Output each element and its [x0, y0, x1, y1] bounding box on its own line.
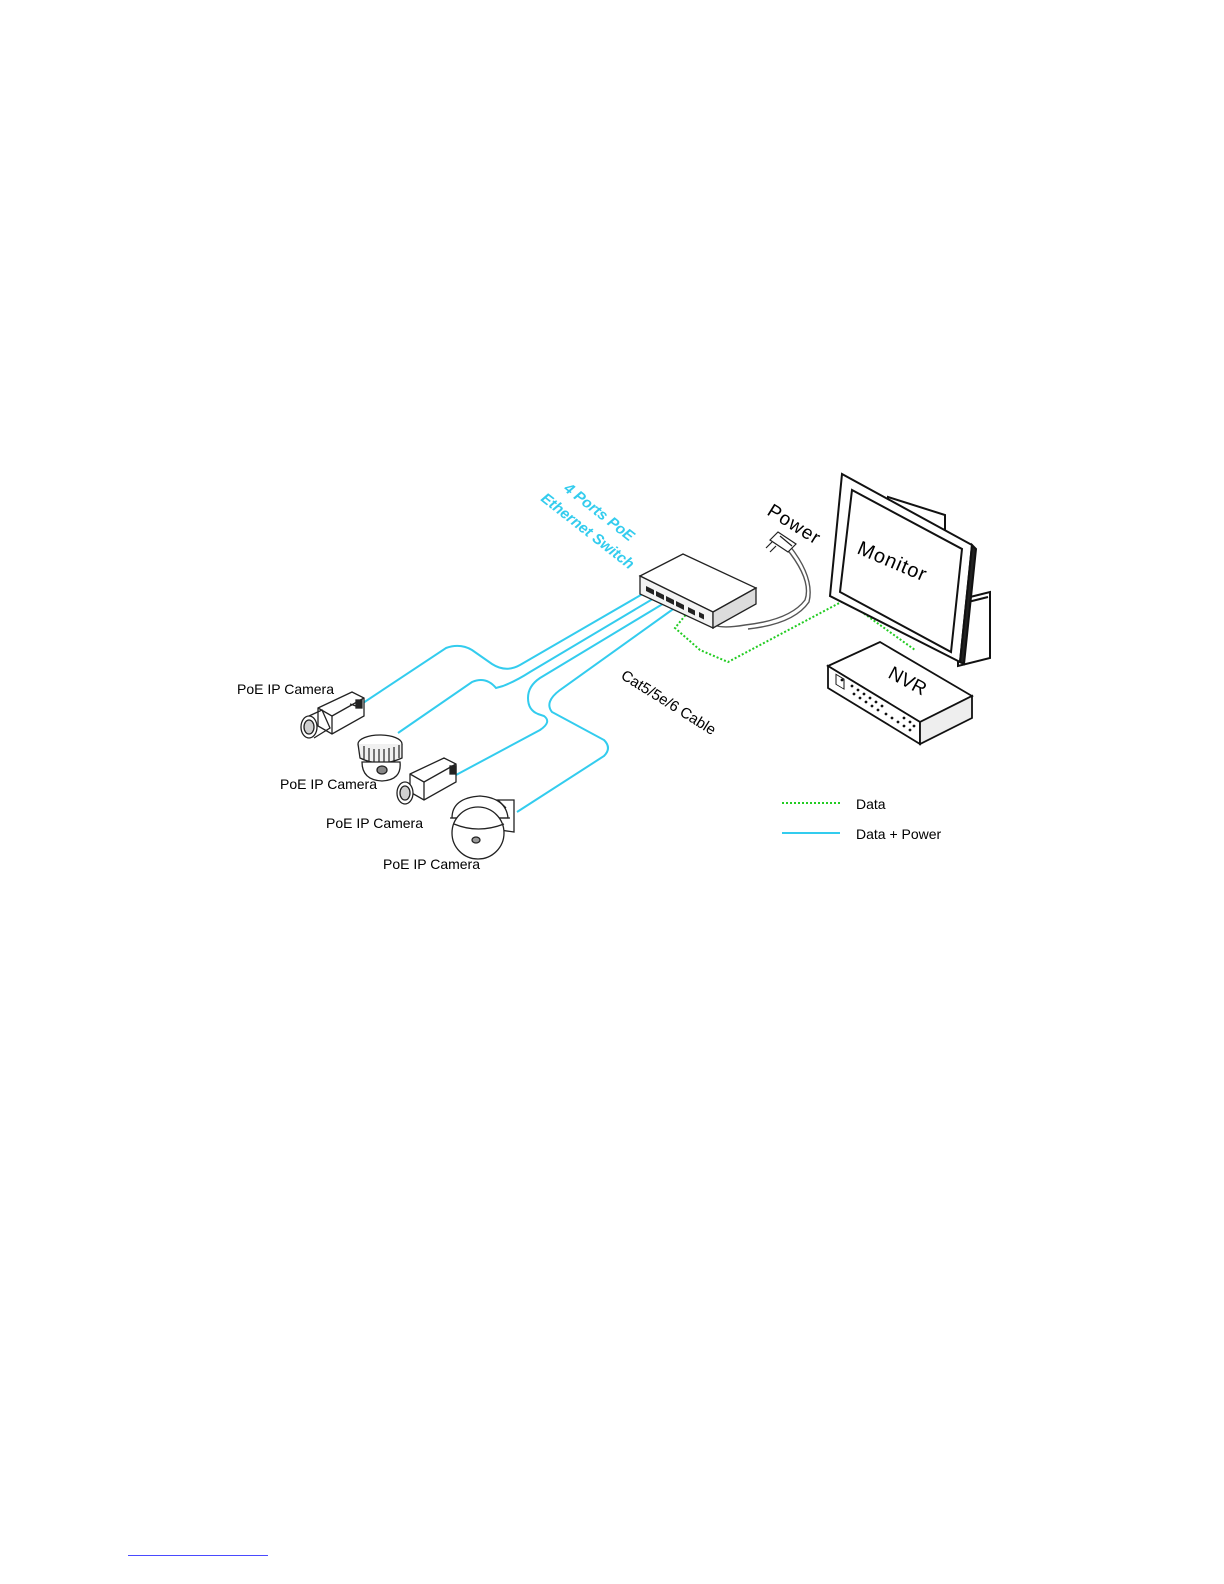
- legend-data-power-label: Data + Power: [856, 826, 942, 842]
- footnote-rule: [128, 1555, 268, 1556]
- dome-camera-icon: [358, 735, 402, 781]
- box-camera-icon: [301, 692, 364, 738]
- camera-label: PoE IP Camera: [383, 856, 480, 872]
- legend-data-label: Data: [856, 796, 886, 812]
- box-camera-icon: [397, 758, 456, 804]
- camera-label: PoE IP Camera: [326, 815, 423, 831]
- poe-switch-icon: [640, 554, 756, 628]
- cable-camera-1: [360, 592, 646, 705]
- speed-dome-camera-icon: [450, 796, 514, 859]
- legend: Data Data + Power: [782, 796, 942, 842]
- cable-camera-2: [398, 597, 656, 733]
- camera-label: PoE IP Camera: [280, 776, 377, 792]
- camera-label: PoE IP Camera: [237, 681, 334, 697]
- cable-camera-4: [517, 607, 676, 812]
- poe-cables: [360, 592, 676, 812]
- cable-label: Cat5/5e/6 Cable: [618, 667, 719, 739]
